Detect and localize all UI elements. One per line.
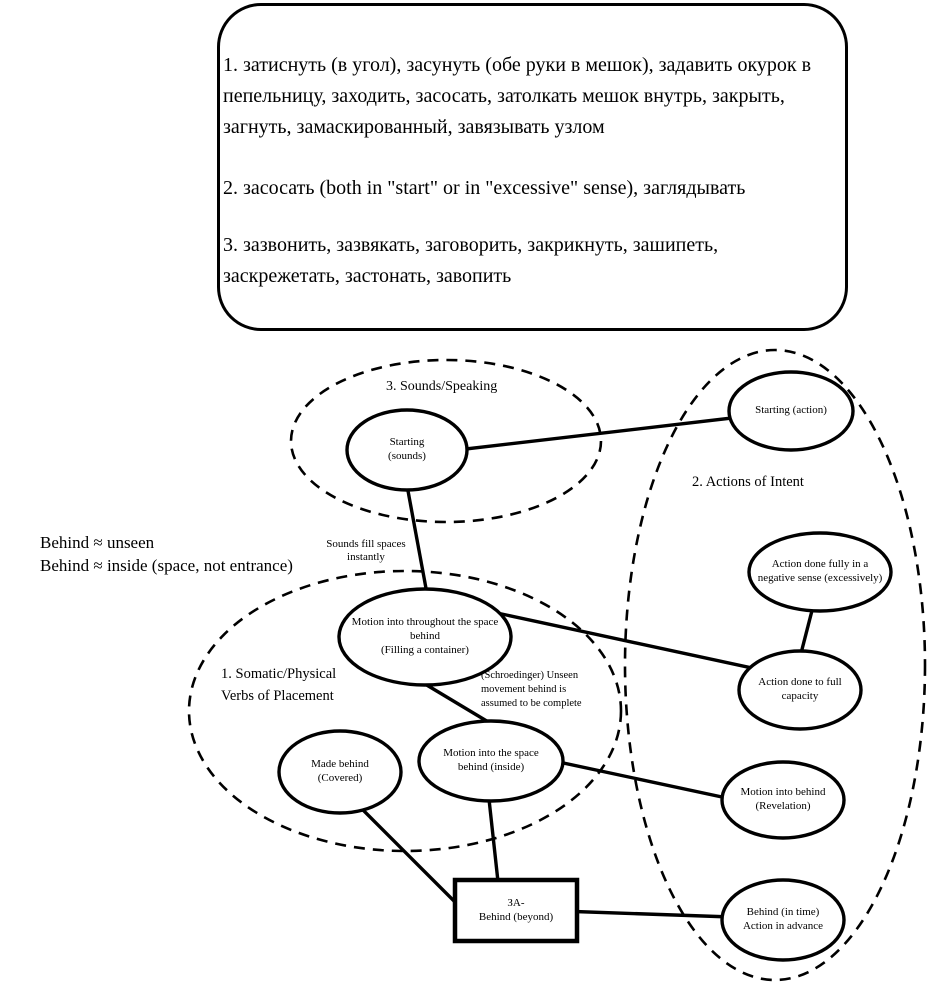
legend-item-2: 2. засосать (both in "start" or in "exce… [223,177,746,199]
node-motion-revelation-label: Motion into behind (Revelation) [740,786,826,812]
node-action-full-shape [737,649,863,731]
group-sounds-boundary [289,358,603,524]
annotation-sounds-fill-spaces: Sounds fill spaces instantly [326,538,406,563]
node-made-behind-shape [277,729,403,815]
node-motion-inside-label: Motion into the space behind (inside) [443,747,539,773]
node-motion-inside-shape [417,719,565,803]
legend-item-3: 3. зазвонить, зазвякать, заговорить, зак… [223,234,719,287]
node-starting-action-label: Starting (action) [755,404,827,417]
node-motion-revelation-shape [720,760,846,840]
node-root-label: ЗА- Behind (beyond) [478,896,554,923]
node-starting-sounds-shape [345,408,469,492]
group-somatic-boundary [187,569,623,853]
legend-item-1: 1. затиснуть (в угол), засунуть (обе рук… [223,54,812,138]
group-sounds-label: 3. Sounds/Speaking [386,379,498,394]
edge-inside-to-revelation [539,756,751,805]
edge-sounds-to-action [439,411,776,454]
node-action-negative-shape [747,531,893,613]
node-action-full-label: Action done to full capacity [758,676,842,702]
annotation-schroedinger: (Schroedinger) Unseen movement behind is… [481,670,582,709]
node-made-behind-label: Made behind (Covered) [311,758,369,784]
node-behind-in-time-shape [720,878,846,962]
node-behind-in-time-label: Behind (in time) Action in advance [742,906,824,932]
node-starting-action-shape [727,370,855,452]
legend-box: 1. затиснуть (в угол), засунуть (обе рук… [217,3,848,331]
node-action-negative-label: Action done fully in a negative sense (e… [757,558,883,584]
node-motion-throughout-label: Motion into throughout the space behind … [351,616,499,656]
node-motion-throughout-shape [337,587,513,687]
edge-throughout-to-fullcapacity [459,603,781,676]
annotation-behind-equivalences: Behind ≈ unseen Behind ≈ inside (space, … [40,533,293,575]
node-starting-sounds-label: Starting (sounds) [388,436,426,462]
group-intent-boundary [623,348,927,982]
group-somatic-label: 1. Somatic/Physical Verbs of Placement [221,666,337,704]
group-intent-label: 2. Actions of Intent [692,474,804,490]
node-root-shape [452,877,580,944]
